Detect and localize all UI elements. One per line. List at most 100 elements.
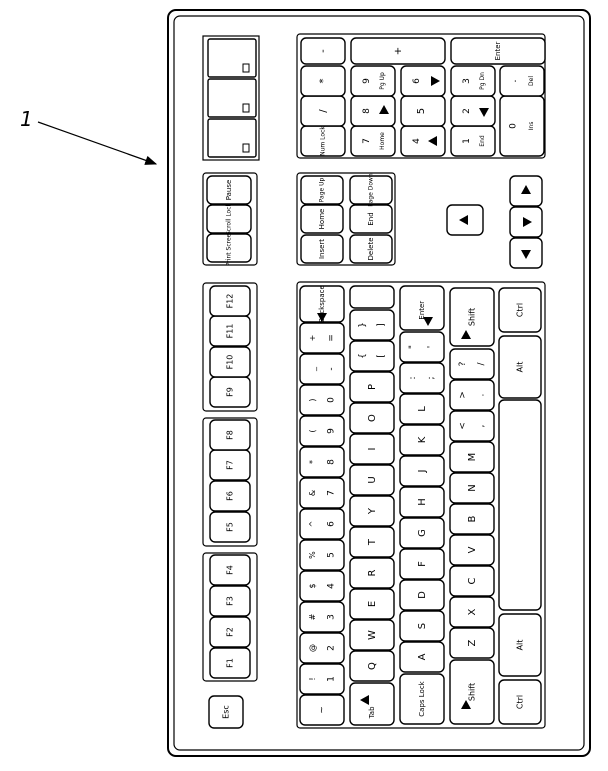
kp-5-label: 5: [416, 108, 427, 114]
kp-8-key[interactable]: 8: [350, 95, 396, 127]
digit-1-key[interactable]: !1: [299, 663, 345, 695]
kp-2-key[interactable]: 2: [450, 95, 496, 127]
f7-key[interactable]: F7: [209, 449, 251, 481]
letter-a-key[interactable]: A: [399, 641, 445, 673]
letter-l-key[interactable]: L: [399, 393, 445, 425]
digit-7-key[interactable]: &7: [299, 477, 345, 509]
tilde-key[interactable]: ~: [299, 694, 345, 726]
shift-left-key[interactable]: Shift: [449, 659, 495, 725]
kp-5-key[interactable]: 5: [400, 95, 446, 127]
caps-lock-key[interactable]: Caps Lock: [399, 673, 445, 725]
letter-k-key[interactable]: K: [399, 424, 445, 456]
f1-key[interactable]: F1: [209, 647, 251, 679]
letter-q-key[interactable]: Q: [349, 650, 395, 682]
letter-g-key[interactable]: G: [399, 517, 445, 549]
delete-key[interactable]: Delete: [349, 234, 393, 264]
home-key[interactable]: Home: [300, 204, 344, 234]
f10-key[interactable]: F10: [209, 346, 251, 378]
f12-key[interactable]: F12: [209, 285, 251, 317]
letter-s-key[interactable]: S: [399, 610, 445, 642]
digit-0-key[interactable]: )0: [299, 384, 345, 416]
digit-6-label-1: ^: [308, 521, 317, 528]
letter-v-key[interactable]: V: [449, 534, 495, 566]
f8-key[interactable]: F8: [209, 419, 251, 451]
letter-d-key[interactable]: D: [399, 579, 445, 611]
ctrl-left-key[interactable]: Ctrl: [498, 679, 542, 725]
pause-key[interactable]: Pause: [206, 175, 252, 205]
letter-m-key[interactable]: M: [449, 441, 495, 473]
kp-star-key[interactable]: *: [300, 65, 346, 97]
letter-e-key[interactable]: E: [349, 588, 395, 620]
period-key[interactable]: >.: [449, 379, 495, 411]
end-key[interactable]: End: [349, 204, 393, 234]
letter-j-key[interactable]: J: [399, 455, 445, 487]
minus-key[interactable]: _-: [299, 353, 345, 385]
letter-n-key[interactable]: N: [449, 472, 495, 504]
kp-plus-key[interactable]: +: [350, 37, 446, 65]
insert-key[interactable]: Insert: [300, 234, 344, 264]
page-down-key[interactable]: Page Down: [349, 173, 393, 207]
esc-key[interactable]: Esc: [208, 695, 244, 729]
digit-5-key[interactable]: %5: [299, 539, 345, 571]
alt-left-key[interactable]: Alt: [498, 613, 542, 677]
num-lock-key[interactable]: Num Lock: [300, 125, 346, 157]
tab-key[interactable]: Tab: [349, 682, 395, 726]
f2-key[interactable]: F2: [209, 616, 251, 648]
letter-p-key[interactable]: P: [349, 371, 395, 403]
bracket-open-key[interactable]: {[: [349, 340, 395, 372]
backslash-key[interactable]: [349, 285, 395, 309]
semicolon-key[interactable]: :;: [399, 362, 445, 394]
letter-x-key[interactable]: X: [449, 596, 495, 628]
f9-key[interactable]: F9: [209, 376, 251, 408]
scroll-lock-key[interactable]: Scroll Lock: [206, 202, 252, 235]
letter-u-key[interactable]: U: [349, 464, 395, 496]
letter-o-key[interactable]: O: [349, 402, 395, 434]
letter-c-key[interactable]: C: [449, 565, 495, 597]
kp-6-key[interactable]: 6: [400, 65, 446, 97]
indicator-led-3: [242, 143, 250, 153]
kp-slash-key[interactable]: /: [300, 95, 346, 127]
kp-dot-key[interactable]: .Del: [499, 65, 545, 97]
comma-key[interactable]: <,: [449, 410, 495, 442]
digit-6-key[interactable]: ^6: [299, 508, 345, 540]
digit-4-key[interactable]: $4: [299, 570, 345, 602]
shift-right-key[interactable]: Shift: [449, 287, 495, 347]
period-label-2: .: [476, 394, 486, 397]
digit-9-key[interactable]: (9: [299, 415, 345, 447]
equals-key[interactable]: +=: [299, 322, 345, 354]
digit-8-key[interactable]: *8: [299, 446, 345, 478]
kp-minus-key[interactable]: -: [300, 37, 346, 65]
digit-3-key[interactable]: #3: [299, 601, 345, 633]
letter-t-key[interactable]: T: [349, 526, 395, 558]
letter-i-key[interactable]: I: [349, 433, 395, 465]
f6-key[interactable]: F6: [209, 480, 251, 512]
bracket-close-key[interactable]: }]: [349, 309, 395, 341]
alt-right-key[interactable]: Alt: [498, 335, 542, 399]
letter-f-key[interactable]: F: [399, 548, 445, 580]
f4-key[interactable]: F4: [209, 554, 251, 586]
letter-b-key[interactable]: B: [449, 503, 495, 535]
kp-enter-key[interactable]: Enter: [450, 37, 546, 65]
slash-key[interactable]: ?/: [449, 348, 495, 380]
letter-w-key[interactable]: W: [349, 619, 395, 651]
letter-r-key[interactable]: R: [349, 557, 395, 589]
print-screen-key[interactable]: Print Screen: [206, 230, 252, 267]
f11-key[interactable]: F11: [209, 315, 251, 347]
enter-key[interactable]: Enter: [399, 285, 445, 331]
page-up-key[interactable]: Page Up: [300, 175, 344, 205]
letter-y-key[interactable]: Y: [349, 495, 395, 527]
letter-z-key[interactable]: Z: [449, 627, 495, 659]
f5-key[interactable]: F5: [209, 511, 251, 543]
letter-h-key[interactable]: H: [399, 486, 445, 518]
ctrl-right-key[interactable]: Ctrl: [498, 287, 542, 333]
f3-key[interactable]: F3: [209, 585, 251, 617]
quote-key[interactable]: "': [399, 331, 445, 363]
digit-2-key[interactable]: @2: [299, 632, 345, 664]
kp-4-key[interactable]: 4: [400, 125, 446, 157]
spacebar-key[interactable]: [498, 399, 542, 611]
